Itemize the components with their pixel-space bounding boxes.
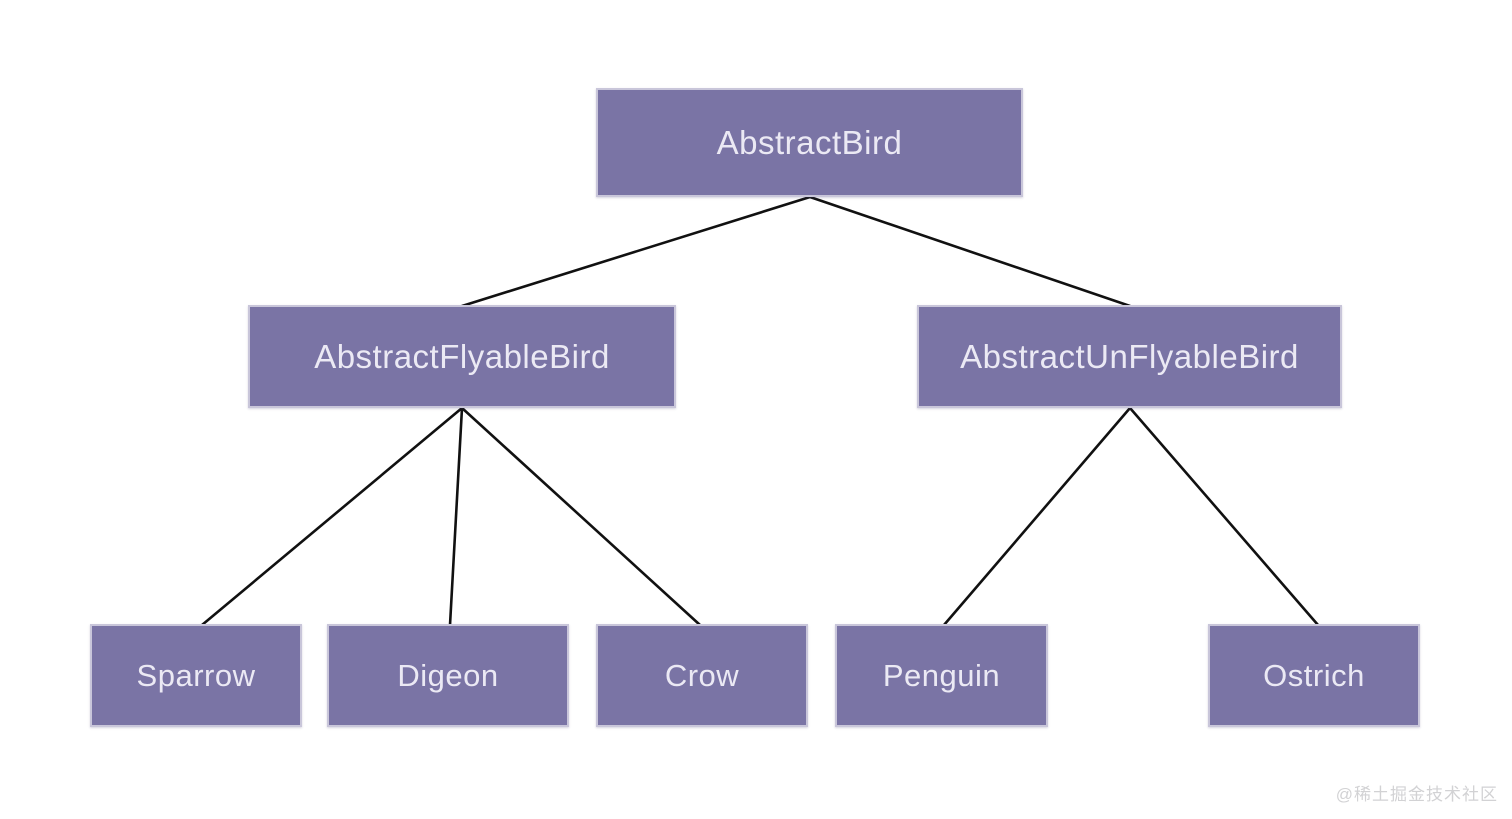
node-abstractunflyablebird: AbstractUnFlyableBird	[917, 305, 1342, 408]
edge-abstractunflyablebird-penguin	[942, 406, 1132, 627]
node-penguin: Penguin	[835, 624, 1048, 727]
node-digeon: Digeon	[327, 624, 569, 727]
edge-abstractflyablebird-digeon	[448, 406, 464, 627]
node-abstractflyablebird: AbstractFlyableBird	[248, 305, 676, 408]
node-ostrich: Ostrich	[1208, 624, 1420, 727]
node-sparrow: Sparrow	[90, 624, 302, 727]
watermark: @稀土掘金技术社区	[1335, 785, 1498, 804]
edge-abstractbird-abstractflyablebird	[460, 195, 812, 308]
edge-abstractunflyablebird-ostrich	[1128, 406, 1320, 627]
node-abstractbird: AbstractBird	[596, 88, 1023, 197]
edge-abstractflyablebird-sparrow	[200, 406, 464, 627]
node-crow: Crow	[596, 624, 808, 727]
edge-abstractflyablebird-crow	[460, 406, 702, 627]
edge-abstractbird-abstractunflyablebird	[808, 195, 1132, 308]
